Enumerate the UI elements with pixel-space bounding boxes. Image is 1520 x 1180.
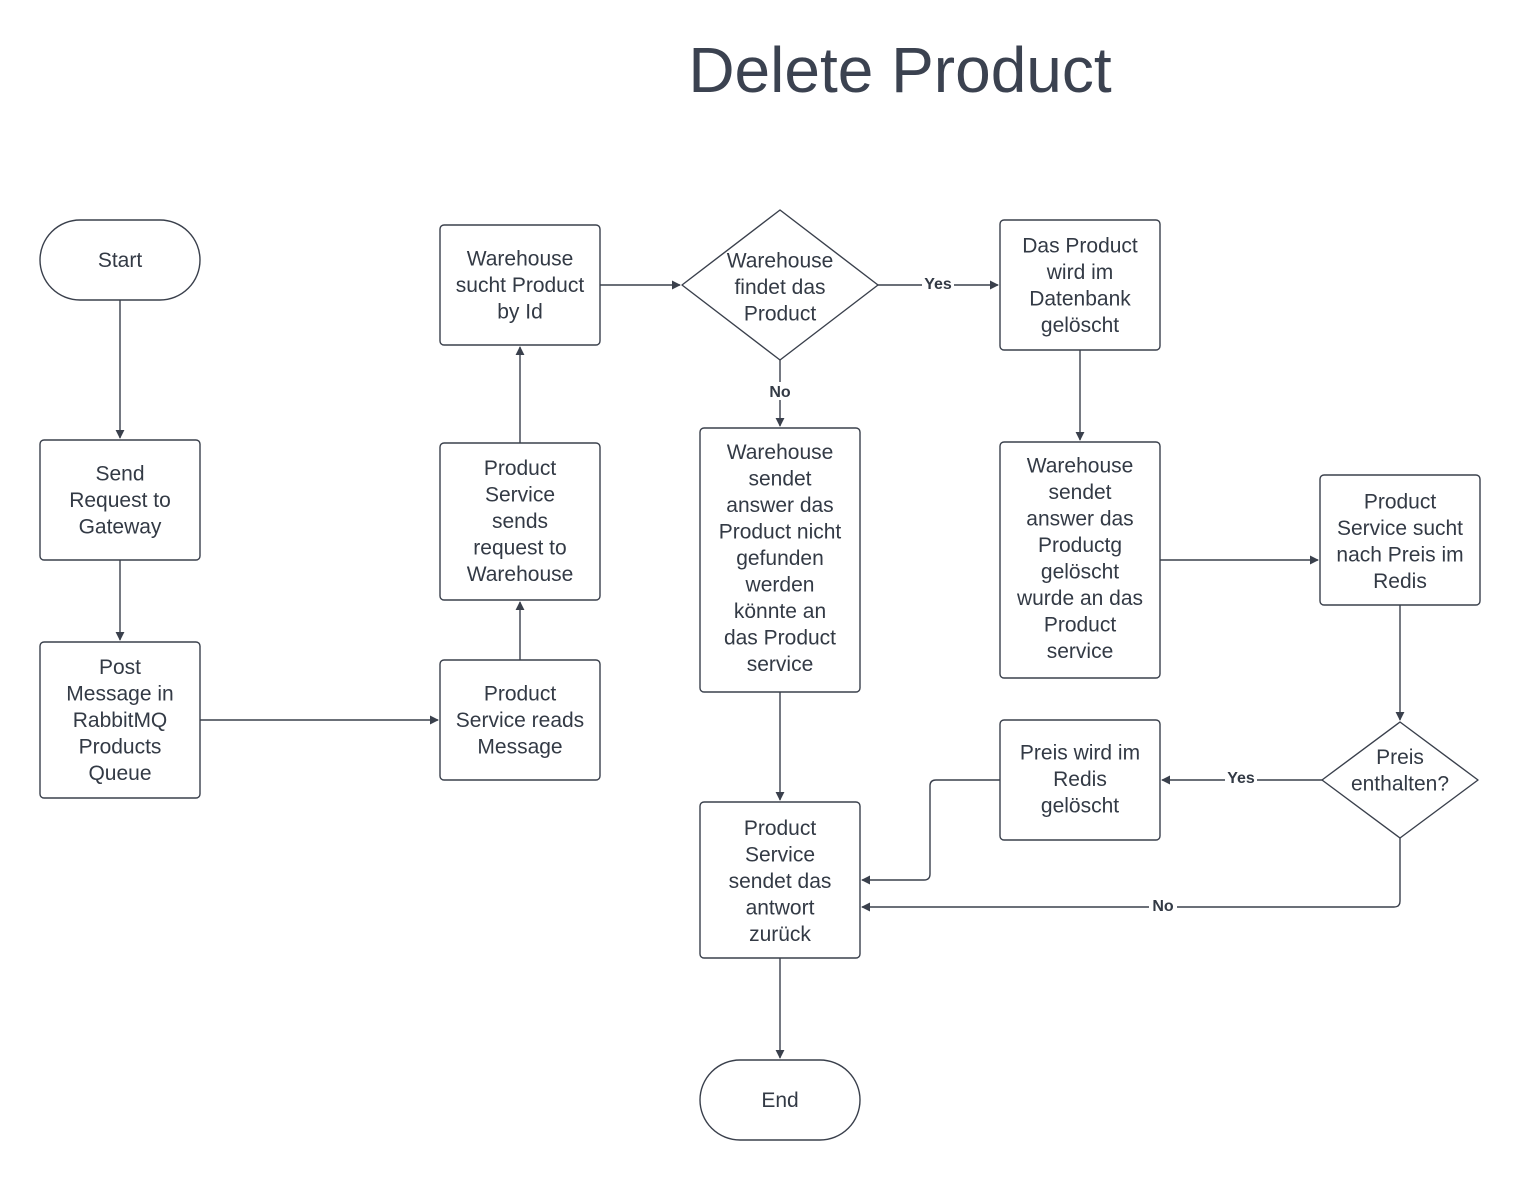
- node-label-line: Start: [98, 249, 143, 272]
- node-label-line: sucht Product: [456, 274, 585, 297]
- node-label-line: nach Preis im: [1336, 543, 1463, 566]
- node-label-line: antwort: [746, 897, 815, 920]
- node-label-line: Message in: [66, 683, 173, 706]
- node-label-line: das Product: [724, 627, 836, 650]
- node-label-line: Message: [477, 736, 562, 759]
- node-label-line: Post: [99, 656, 141, 679]
- node-label-line: wird im: [1046, 261, 1114, 284]
- node-label-line: gelöscht: [1041, 560, 1119, 583]
- edge-label-price-yes: Yes: [1227, 770, 1255, 787]
- node-label-line: Preis: [1376, 746, 1424, 769]
- node-label-line: Warehouse: [727, 441, 834, 464]
- node-label-line: Request to: [69, 489, 171, 512]
- node-label-line: wurde an das: [1016, 587, 1143, 610]
- node-db-delete: Das Product wird im Datenbank gelöscht: [999, 219, 1161, 351]
- node-label-line: enthalten?: [1351, 772, 1449, 795]
- node-label-line: Product: [744, 303, 817, 326]
- node-label-line: Service sucht: [1337, 517, 1463, 540]
- node-label-line: sendet das: [729, 870, 832, 893]
- node-label-line: Redis: [1053, 768, 1107, 791]
- node-label-line: Productg: [1038, 534, 1122, 557]
- edge-pricedeleted-to-sendanswer: [861, 779, 1000, 885]
- node-label-line: gefunden: [736, 547, 824, 570]
- edge-contained-no: [861, 838, 1401, 912]
- node-label-line: Das Product: [1022, 234, 1138, 257]
- node-label-line: Service: [485, 484, 555, 507]
- node-start: Start: [39, 219, 201, 301]
- node-label-line: Gateway: [79, 516, 162, 539]
- node-label-line: Send: [95, 463, 144, 486]
- node-price-contained: Preis enthalten?: [1321, 721, 1479, 839]
- node-label-line: sends: [492, 510, 548, 533]
- svg-text:Start: Start: [98, 249, 143, 272]
- node-label-line: Preis wird im: [1020, 742, 1140, 765]
- edges: [115, 280, 1405, 1059]
- node-label-line: Products: [79, 736, 162, 759]
- node-label-line: Product: [484, 457, 557, 480]
- node-label-line: Product: [1044, 613, 1117, 636]
- node-label-line: Service: [745, 844, 815, 867]
- node-label-line: findet das: [734, 276, 825, 299]
- edge-label-found-yes: Yes: [924, 276, 952, 293]
- node-label-line: Redis: [1373, 570, 1427, 593]
- node-label-line: End: [761, 1089, 798, 1112]
- node-label-line: sendet: [1048, 481, 1111, 504]
- node-label-line: zurück: [749, 923, 811, 946]
- page-title: Delete Product: [688, 34, 1112, 106]
- node-label-line: answer das: [726, 494, 833, 517]
- edge-label-found-no: No: [769, 384, 791, 401]
- node-label-line: Warehouse: [727, 250, 834, 273]
- node-label-line: gelöscht: [1041, 795, 1119, 818]
- node-label-line: answer das: [1026, 507, 1133, 530]
- node-label-line: request to: [473, 537, 566, 560]
- node-label-line: Datenbank: [1029, 287, 1131, 310]
- node-label-line: Warehouse: [467, 563, 574, 586]
- node-label-line: gelöscht: [1041, 314, 1119, 337]
- node-label-line: Service reads: [456, 709, 584, 732]
- node-label-line: sendet: [748, 468, 811, 491]
- node-price-deleted: Preis wird im Redis gelöscht: [999, 719, 1161, 841]
- node-label-line: Warehouse: [1027, 454, 1134, 477]
- edge-labels: Yes No Yes No: [766, 274, 1257, 915]
- node-label-line: Queue: [88, 762, 151, 785]
- node-label-line: by Id: [497, 301, 543, 324]
- node-label-line: werden: [745, 574, 815, 597]
- node-label-line: Warehouse: [467, 248, 574, 271]
- node-label-line: RabbitMQ: [73, 709, 168, 732]
- node-label-line: service: [1047, 640, 1114, 663]
- node-label-line: service: [747, 653, 814, 676]
- node-label-line: Product: [744, 817, 817, 840]
- node-end: End: [699, 1059, 861, 1141]
- node-label-line: Product: [484, 683, 557, 706]
- svg-text:End: End: [761, 1089, 798, 1112]
- node-warehouse-search: Warehouse sucht Product by Id: [439, 224, 601, 346]
- node-label-line: könnte an: [734, 600, 826, 623]
- node-label-line: Product nicht: [719, 521, 842, 544]
- edge-label-price-no: No: [1152, 898, 1174, 915]
- node-label-line: Product: [1364, 490, 1437, 513]
